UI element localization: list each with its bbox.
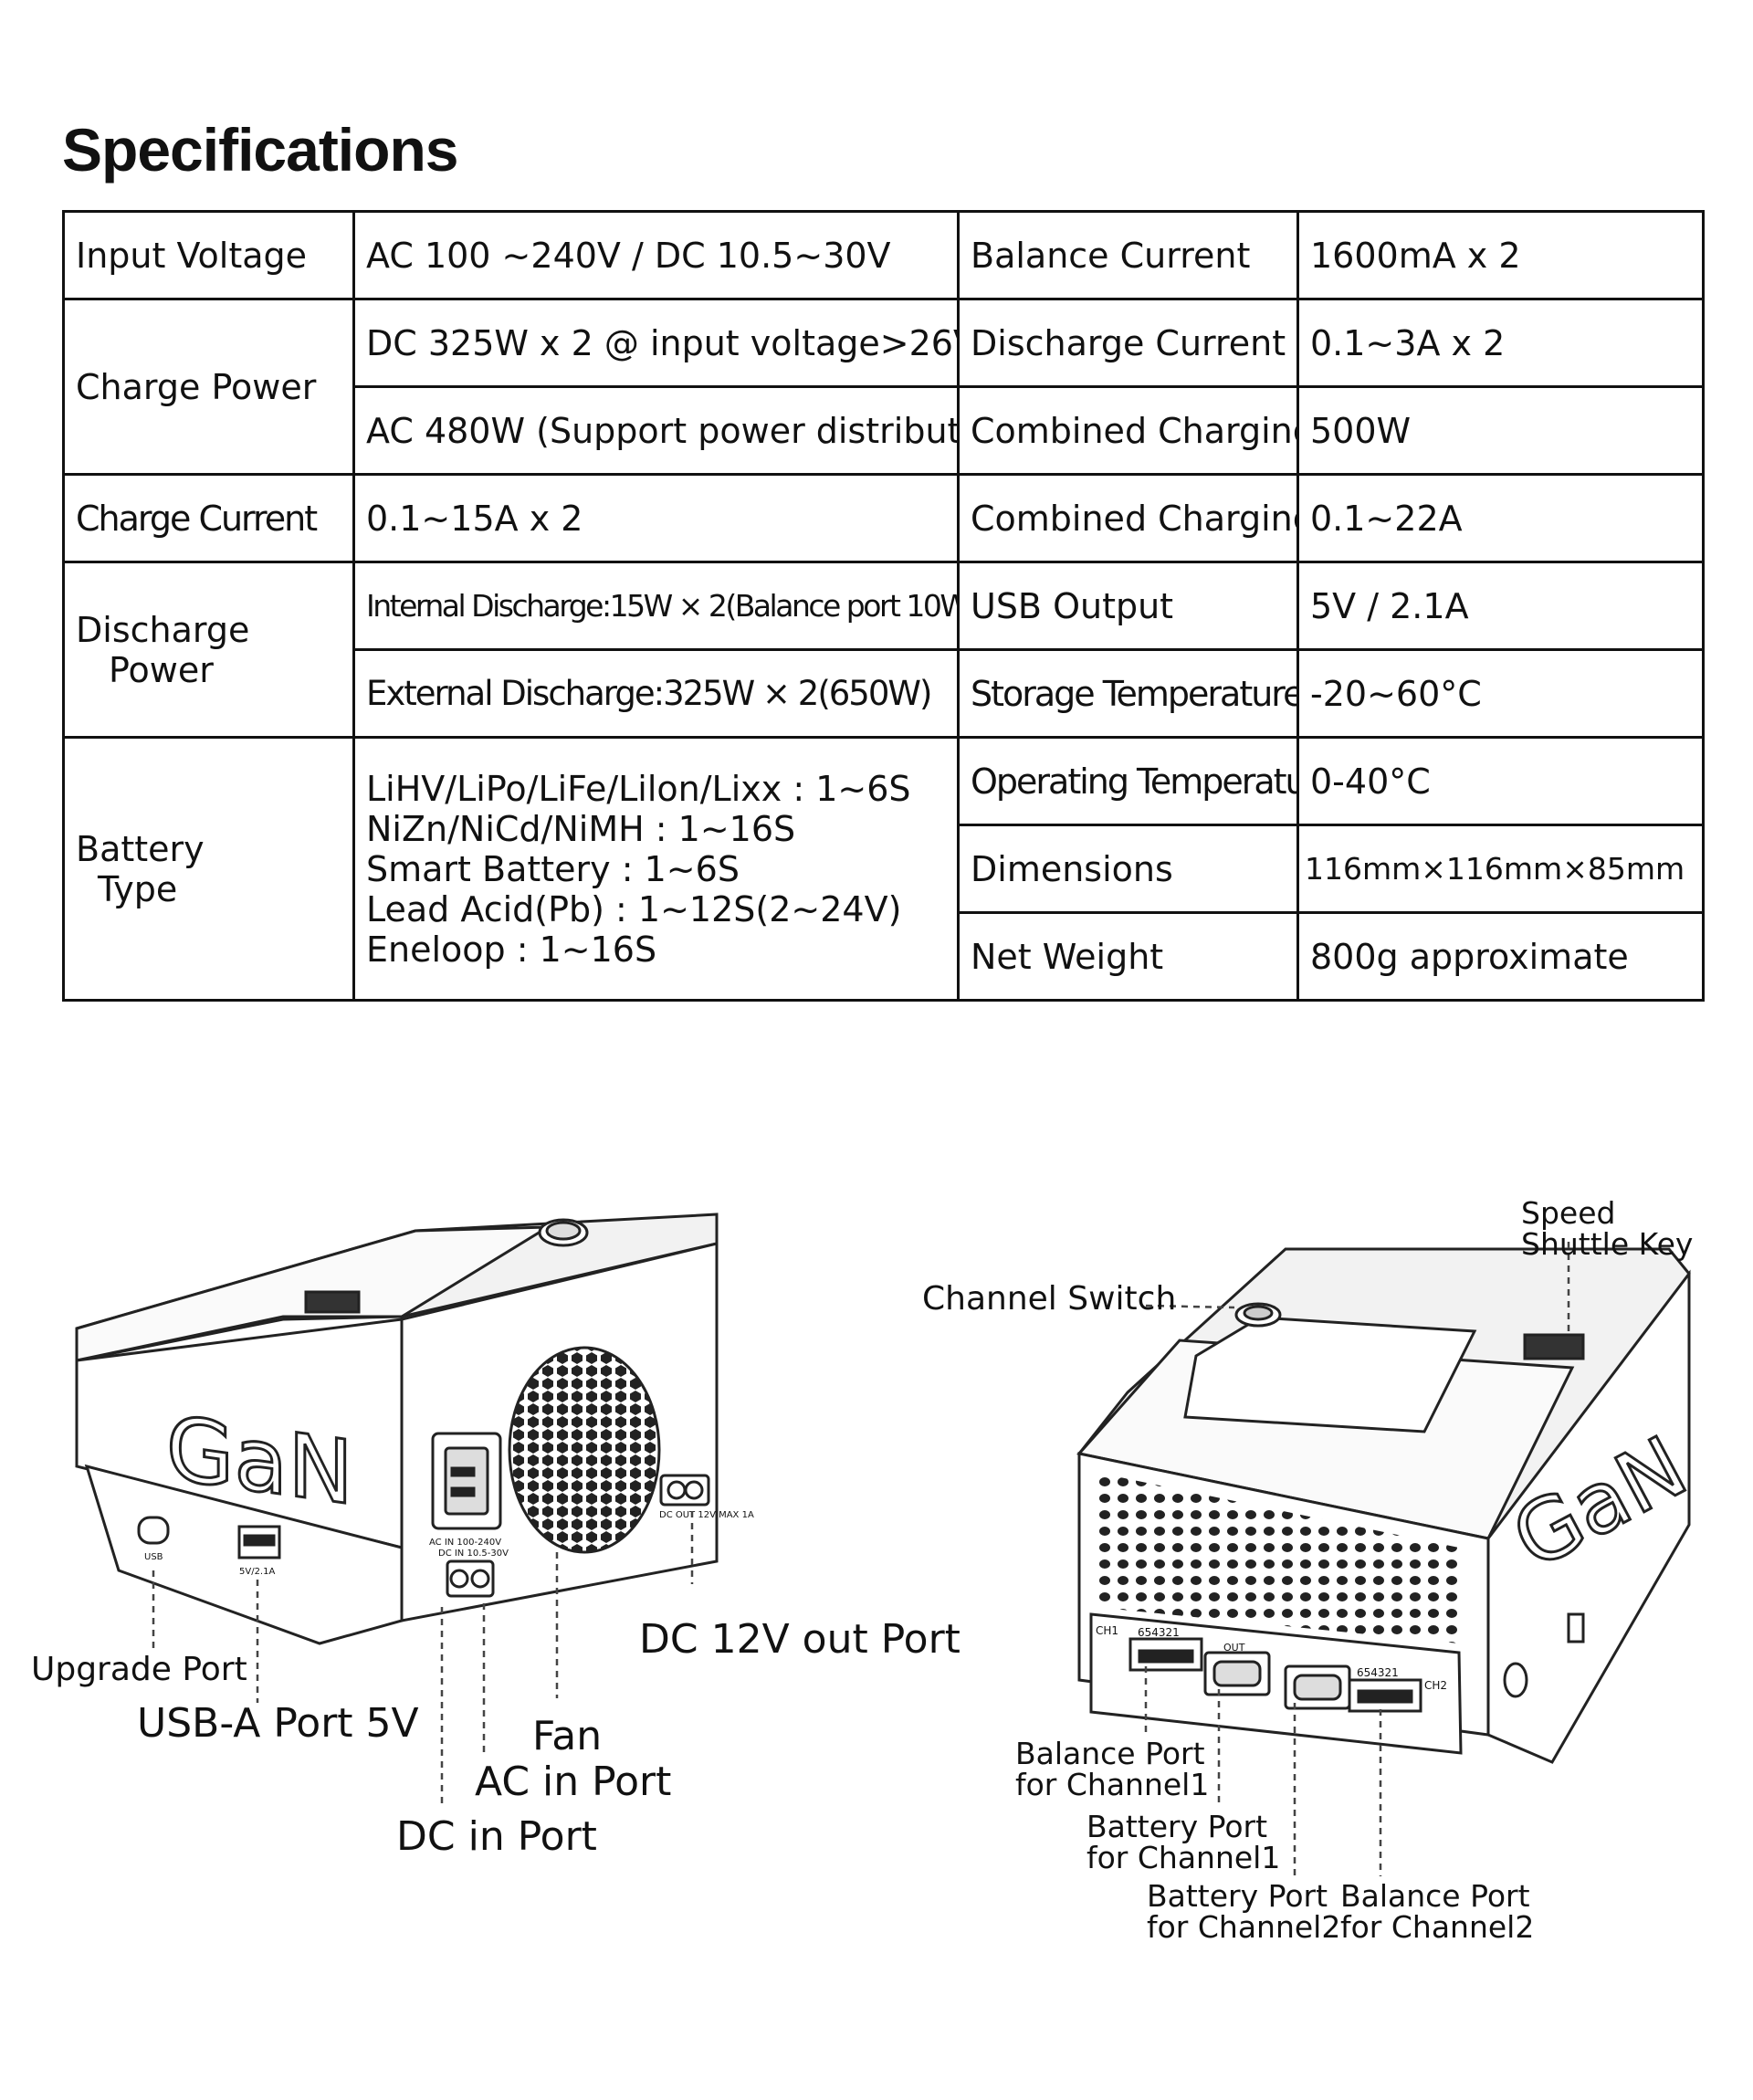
spec-value: DC 325W x 2 @ input voltage>26V <box>352 298 960 388</box>
callout-line: Balance Port <box>1015 1736 1205 1771</box>
usb-a-port-callout: USB-A Port 5V <box>137 1700 419 1747</box>
fan-callout: Fan <box>532 1713 603 1759</box>
spec-label: USB Output <box>957 561 1299 651</box>
spec-value: AC 480W (Support power distribution) <box>352 385 960 476</box>
spec-value: 1600mA x 2 <box>1296 210 1705 300</box>
spec-label: Combined Charging Current <box>957 473 1299 563</box>
battery-type-item: Lead Acid(Pb) : 1~12S(2~24V) <box>366 888 902 929</box>
spec-label: Operating Temperature <box>957 736 1299 826</box>
spec-table: Input Voltage AC 100 ~240V / DC 10.5~30V… <box>62 210 1705 1002</box>
spec-value: 500W <box>1296 385 1705 476</box>
table-row: Charge Power DC 325W x 2 @ input voltage… <box>62 298 1705 476</box>
ventilation-grill <box>1094 1472 1459 1643</box>
spec-label: Discharge Current <box>957 298 1299 388</box>
bal2-pin-label: 654321 <box>1357 1666 1399 1679</box>
right-device-side <box>1486 1269 1691 1764</box>
page-title: Specifications <box>62 116 458 184</box>
battery-port-ch2-callout: Battery Port for Channel2 <box>1147 1881 1340 1943</box>
left-leader-lines <box>152 1511 694 1808</box>
ac-in-label: AC IN 100-240V <box>429 1538 501 1548</box>
callout-line: for Channel2 <box>1340 1909 1535 1945</box>
spec-label: Charge Power <box>62 298 355 476</box>
ch2-label: CH2 <box>1424 1679 1447 1692</box>
right-device <box>1076 1247 1691 1764</box>
spec-value: 0.1~22A <box>1296 473 1705 563</box>
spec-label: Balance Current <box>957 210 1299 300</box>
fan-icon <box>508 1346 661 1554</box>
table-row: AC 480W (Support power distribution) Com… <box>64 385 1705 476</box>
balance-port-ch1-callout: Balance Port for Channel1 <box>1015 1738 1209 1801</box>
battery-type-item: NiZn/NiCd/NiMH : 1~16S <box>366 808 796 849</box>
spec-value: 5V / 2.1A <box>1296 561 1705 651</box>
spec-value: 116mm×116mm×85mm <box>1296 824 1705 914</box>
balance-port-ch2-callout: Balance Port for Channel2 <box>1340 1881 1534 1943</box>
bal1-pin-label: 654321 <box>1138 1626 1180 1639</box>
spec-value: Internal Discharge:15W × 2(Balance port … <box>352 561 960 651</box>
battery-type-item: Eneloop : 1~16S <box>366 929 657 970</box>
battery-type-item: Smart Battery : 1~6S <box>366 848 740 889</box>
spec-label-line: Battery <box>76 828 205 869</box>
callout-line: for Channel1 <box>1086 1840 1281 1875</box>
spec-value: 0-40°C <box>1296 736 1705 826</box>
spec-label: Dimensions <box>957 824 1299 914</box>
spec-label-line: Power <box>109 649 214 690</box>
table-row: External Discharge:325W × 2(650W) Storag… <box>64 648 1705 739</box>
speed-key-icon <box>304 1290 361 1314</box>
spec-label: Charge Current <box>62 473 355 563</box>
spec-label: Input Voltage <box>62 210 355 300</box>
table-row: Discharge Power Internal Discharge:15W ×… <box>62 561 1705 739</box>
side-usb-a-port-icon <box>1567 1612 1585 1643</box>
callout-line: for Channel2 <box>1147 1909 1341 1945</box>
ac-in-port-callout: AC in Port <box>475 1759 672 1805</box>
spec-label: Combined Charging Power <box>957 385 1299 476</box>
spec-label: Discharge Power <box>62 561 355 739</box>
left-device <box>75 1213 719 1645</box>
table-row: Input Voltage AC 100 ~240V / DC 10.5~30V… <box>62 210 1705 300</box>
ch1-label: CH1 <box>1096 1624 1118 1637</box>
upgrade-port-callout: Upgrade Port <box>31 1651 247 1688</box>
table-row: Charge Current 0.1~15A x 2 Combined Char… <box>62 473 1705 563</box>
battery-type-item: LiHV/LiPo/LiFe/Lilon/Lixx : 1~6S <box>366 768 911 809</box>
right-leader-lines <box>1144 1242 1570 1876</box>
spec-label: Net Weight <box>957 911 1299 1002</box>
device-illustrations: GaN USB 5V/2.1A AC IN 100-240V DC IN 10.… <box>75 1213 1703 1876</box>
callout-line: Shuttle Key <box>1521 1226 1694 1262</box>
channel-switch-callout: Channel Switch <box>922 1280 1177 1318</box>
usb-port-label: USB <box>144 1552 163 1562</box>
callout-line: Speed <box>1521 1195 1616 1231</box>
table-row: Net Weight 800g approximate <box>64 911 1705 1002</box>
dc-in-port-callout: DC in Port <box>396 1813 597 1860</box>
spec-label-line: Discharge <box>76 609 250 650</box>
side-usb-port-icon <box>1503 1662 1528 1698</box>
spec-value: 800g approximate <box>1296 911 1705 1002</box>
table-row: Battery Type LiHV/LiPo/LiFe/Lilon/Lixx :… <box>62 736 1705 1002</box>
out-label: OUT <box>1223 1642 1245 1654</box>
spec-label: Battery Type <box>62 736 355 1002</box>
table-row: Dimensions 116mm×116mm×85mm <box>64 824 1705 914</box>
spec-label: Storage Temperature <box>957 648 1299 739</box>
spec-value: 0.1~15A x 2 <box>352 473 960 563</box>
dc-in-label: DC IN 10.5-30V <box>438 1549 509 1559</box>
callout-line: Battery Port <box>1086 1809 1268 1844</box>
battery-port-ch1-callout: Battery Port for Channel1 <box>1086 1811 1280 1874</box>
usb-c-port-icon <box>137 1516 170 1545</box>
speed-shuttle-key-icon <box>1523 1333 1585 1360</box>
callout-line: for Channel1 <box>1015 1767 1210 1802</box>
spec-value: External Discharge:325W × 2(650W) <box>352 648 960 739</box>
dc-out-port-callout: DC 12V out Port <box>639 1616 960 1663</box>
spec-value: 0.1~3A x 2 <box>1296 298 1705 388</box>
spec-label-line: Type <box>98 868 178 909</box>
spec-value: AC 100 ~240V / DC 10.5~30V <box>352 210 960 300</box>
dc-out-label: DC OUT 12V MAX 1A <box>659 1510 754 1520</box>
callout-line: Balance Port <box>1340 1878 1530 1914</box>
usb-a-port-label: 5V/2.1A <box>239 1567 275 1577</box>
spec-value: -20~60°C <box>1296 648 1705 739</box>
battery-type-list: LiHV/LiPo/LiFe/Lilon/Lixx : 1~6S NiZn/Ni… <box>352 736 960 1002</box>
speed-shuttle-key-callout: Speed Shuttle Key <box>1521 1198 1693 1260</box>
callout-line: Battery Port <box>1147 1878 1328 1914</box>
